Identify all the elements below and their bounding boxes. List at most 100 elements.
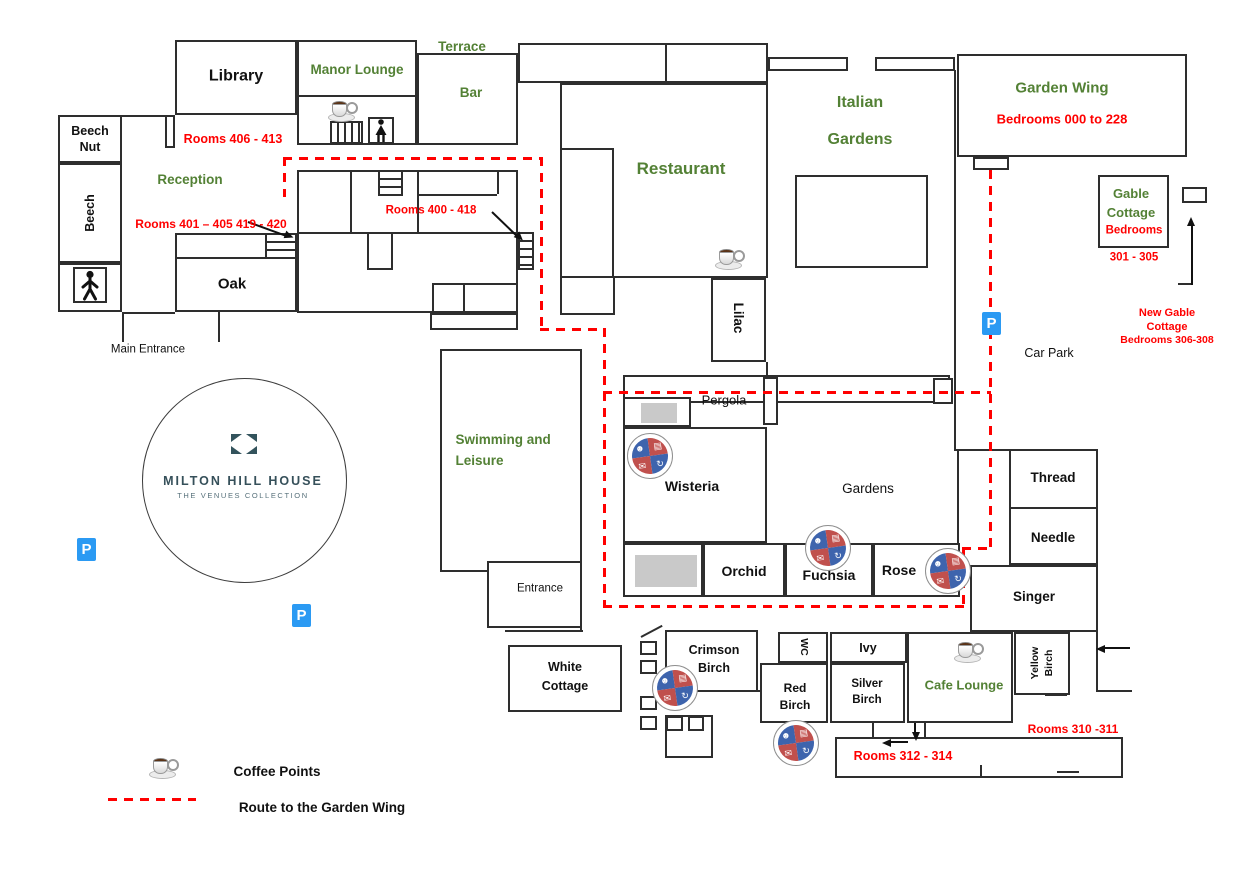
room-label-rose: Rose — [881, 561, 917, 578]
room-terrace-bar-outline — [417, 53, 518, 145]
coffee-cup-icon — [714, 244, 745, 270]
corridor-room — [367, 232, 393, 270]
round-quadrant-badge-icon: ☻ ▤ ✉ ↻ — [652, 665, 698, 711]
room-needle-outline — [1009, 507, 1098, 565]
room-label-cafe-lounge: Cafe Lounge — [924, 677, 1004, 693]
female-figure-icon — [375, 119, 387, 142]
room-thread-outline — [1009, 449, 1098, 509]
coffee-cup-icon — [148, 753, 179, 779]
label-main-entrance: Main Entrance — [110, 343, 186, 356]
wall — [497, 170, 499, 194]
wall — [417, 194, 497, 196]
restaurant-top-outline — [518, 43, 768, 83]
wall — [122, 312, 124, 342]
wall — [1178, 283, 1193, 285]
wall — [417, 170, 419, 232]
garden-store-fill — [641, 403, 677, 423]
italian-gardens-walkway — [875, 57, 955, 71]
room-label-manor-lounge: Manor Lounge — [310, 62, 404, 78]
route-segment — [603, 605, 965, 608]
room-label-needle: Needle — [1030, 530, 1076, 546]
note-new-gable-title: New Gable Cottage — [1138, 307, 1196, 333]
route-segment — [540, 328, 604, 331]
legend-route-swatch — [108, 798, 196, 801]
wall — [463, 283, 465, 313]
room-swimming-outline — [440, 349, 582, 572]
route-segment — [283, 157, 541, 160]
note-rooms-401-420: Rooms 401 – 405 419 - 420 — [135, 217, 287, 232]
wall — [350, 170, 352, 232]
room-label-library: Library — [208, 67, 264, 85]
small-square — [666, 716, 683, 731]
wall — [560, 313, 615, 315]
room-restaurant-outline — [560, 83, 768, 278]
wall — [560, 148, 612, 150]
room-beech-nut-outline — [58, 115, 122, 163]
corridor-outline — [297, 170, 518, 313]
small-square — [640, 660, 657, 674]
room-label-beech-nut: Beech Nut — [71, 123, 109, 154]
room-label-fuchsia: Fuchsia — [802, 566, 856, 583]
badge-refresh-glyph: ↻ — [828, 545, 849, 566]
badge-refresh-glyph: ↻ — [675, 685, 696, 706]
room-label-oak: Oak — [217, 275, 247, 293]
left-arrow-icon — [1104, 647, 1130, 649]
route-segment — [603, 391, 991, 394]
up-arrow-icon — [1191, 225, 1193, 285]
wall — [954, 449, 1011, 451]
wall — [1096, 690, 1132, 692]
room-label-swimming: Swimming and Leisure — [455, 432, 551, 468]
corridor-room — [430, 313, 518, 330]
legend-route-label: Route to the Garden Wing — [238, 800, 406, 816]
badge-refresh-glyph: ↻ — [650, 453, 671, 474]
room-label-wc: WC — [797, 638, 810, 656]
room-lilac-outline — [711, 278, 766, 362]
italian-gardens-feature — [795, 175, 928, 268]
parking-p-icon: P — [982, 312, 1001, 335]
garden-wing-door — [973, 157, 1009, 170]
room-yellow-birch-outline — [1014, 632, 1070, 695]
label-pergola: Pergola — [701, 392, 747, 408]
room-label-wisteria: Wisteria — [664, 477, 720, 494]
coffee-cup-icon — [953, 637, 984, 663]
legend-coffee-label: Coffee Points — [233, 764, 321, 780]
wall — [766, 362, 768, 377]
room-beech-outline — [58, 163, 122, 263]
wall — [665, 43, 667, 83]
room-label-gable-cottage: Gable Cottage — [1106, 186, 1156, 220]
italian-gardens-walkway — [768, 57, 848, 71]
route-segment — [989, 170, 992, 548]
wall — [122, 312, 175, 314]
badge-refresh-glyph: ↻ — [948, 568, 969, 589]
small-square — [640, 716, 657, 730]
note-rooms-310-311: Rooms 310 -311 — [1027, 722, 1119, 737]
room-manor-lounge-outline — [297, 40, 417, 97]
room-oak-outline — [175, 257, 297, 312]
entrance-outline — [487, 561, 582, 628]
room-label-bar: Bar — [459, 85, 483, 101]
room-orchid-outline — [703, 543, 785, 597]
small-square — [688, 716, 704, 731]
room-white-cottage-outline — [508, 645, 622, 712]
route-segment — [962, 547, 991, 550]
male-figure-icon — [81, 270, 99, 301]
wall — [218, 312, 220, 342]
parking-p-icon: P — [292, 604, 311, 627]
wall — [1045, 694, 1067, 696]
room-label-singer: Singer — [1012, 589, 1056, 605]
room-library-outline — [175, 40, 297, 115]
wall — [1096, 632, 1098, 692]
room-label-garden-wing: Garden Wing — [1015, 79, 1109, 97]
room-label-restaurant: Restaurant — [636, 158, 726, 178]
note-garden-wing-bedrooms: Bedrooms 000 to 228 — [996, 111, 1128, 127]
wall — [122, 115, 175, 117]
garden-store-fill — [635, 555, 697, 587]
manor-service-outline — [297, 95, 417, 145]
room-label-italian-gardens: Italian Gardens — [827, 94, 893, 148]
room-label-beech: Beech — [82, 194, 97, 232]
round-quadrant-badge-icon: ☻ ▤ ✉ ↻ — [773, 720, 819, 766]
logo-title: MILTON HILL HOUSE — [163, 473, 323, 488]
coffee-cup-icon — [327, 96, 358, 122]
room-label-red-birch: Red Birch — [779, 681, 811, 712]
